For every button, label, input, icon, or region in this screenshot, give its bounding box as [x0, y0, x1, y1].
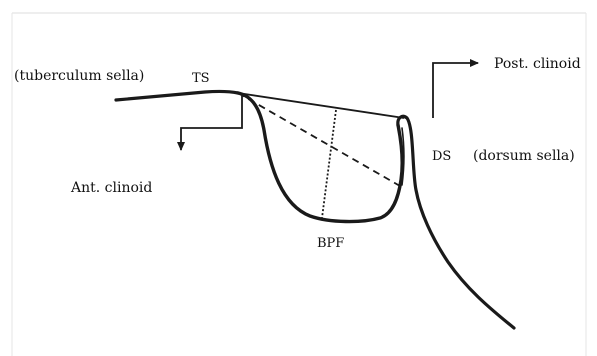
label-dorsum-sella: (dorsum sella)	[473, 148, 575, 164]
post-clinoid-pointer	[432, 59, 479, 118]
label-ts: TS	[192, 71, 210, 86]
planum-contour	[114, 89, 240, 102]
label-bpf: BPF	[317, 236, 344, 251]
ant-clinoid-pointer	[177, 96, 243, 151]
dorsum-sella-contour	[396, 114, 516, 330]
diagonal-dashed-line	[237, 92, 401, 187]
label-tuberculum-sella: (tuberculum sella)	[14, 68, 144, 84]
dorsum-inner-contour	[401, 127, 405, 186]
label-ds: DS	[432, 149, 451, 164]
label-post-clinoid: Post. clinoid	[494, 56, 581, 72]
ts-ds-line	[237, 92, 405, 119]
depth-dotted-line	[321, 109, 337, 219]
sella-floor-contour	[236, 91, 404, 224]
label-ant-clinoid: Ant. clinoid	[70, 180, 152, 196]
